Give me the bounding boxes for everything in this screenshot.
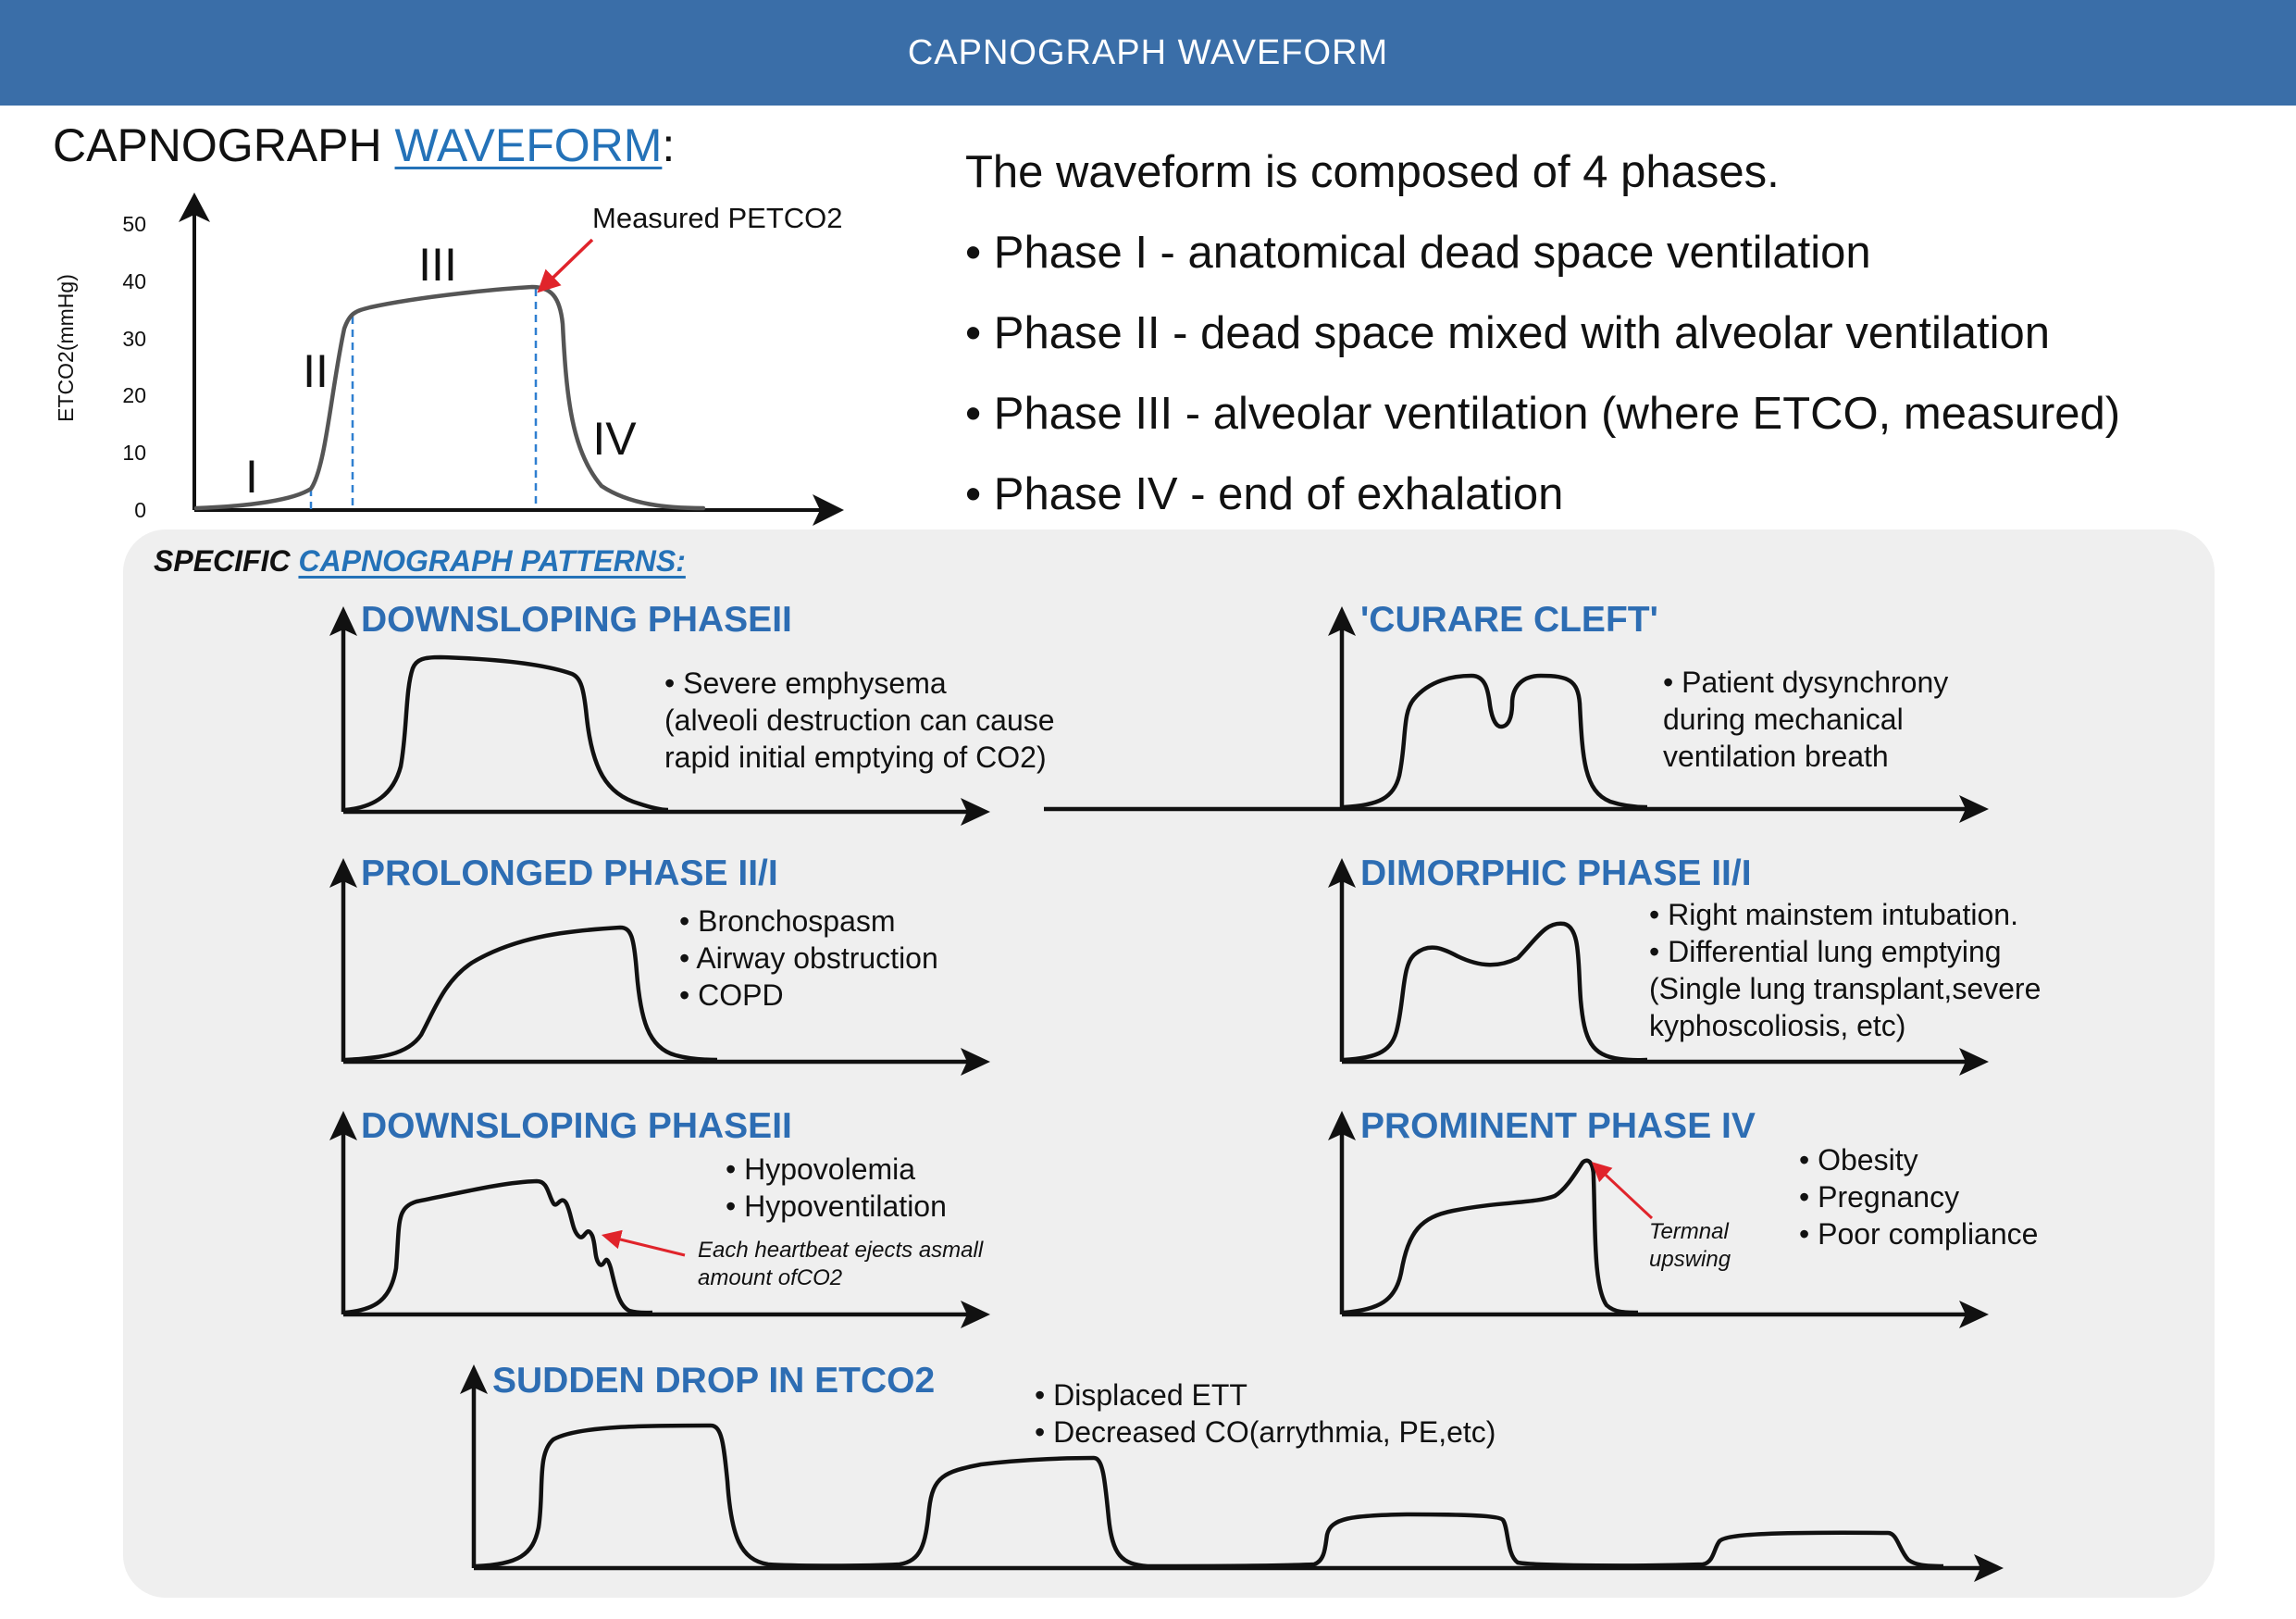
header-bar: CAPNOGRAPH WAVEFORM — [0, 0, 2296, 106]
phase-item: • Phase IV - end of exhalation — [965, 469, 1564, 519]
page-title-suffix: : — [662, 119, 676, 171]
desc-line: (Single lung transplant,severe — [1649, 972, 2042, 1005]
note-line: amount ofCO2 — [698, 1265, 843, 1290]
pattern-title-downsloping-2: DOWNSLOPING PHASEII — [361, 1106, 792, 1146]
pattern-desc-dimorphic: • Right mainstem intubation. • Different… — [1649, 896, 2041, 1044]
header-title: CAPNOGRAPH WAVEFORM — [907, 32, 1389, 72]
desc-line: • Airway obstruction — [679, 941, 938, 975]
note-line: Each heartbeat ejects asmall — [698, 1238, 984, 1263]
desc-line: • Displaced ETT — [1035, 1378, 1247, 1412]
pattern-chart-sudden-drop — [460, 1364, 2004, 1582]
pattern-title-dimorphic: DIMORPHIC PHASE II/I — [1360, 853, 1752, 893]
pattern-chart-dimorphic — [1328, 858, 1989, 1076]
note-line: Termnal — [1649, 1219, 1729, 1244]
desc-line: kyphoscoliosis, etc) — [1649, 1009, 1906, 1042]
pattern-title-prominent-phase-iv: PROMINENT PHASE IV — [1360, 1106, 1756, 1146]
phase-item: • Phase II - dead space mixed with alveo… — [965, 308, 2051, 358]
desc-line: during mechanical — [1663, 703, 1904, 736]
phase-label-ii: II — [303, 345, 329, 397]
terminal-upswing-note: Termnal upswing — [1649, 1218, 1731, 1274]
page-title: CAPNOGRAPH WAVEFORM: — [53, 118, 675, 172]
heartbeat-note: Each heartbeat ejects asmall amount ofCO… — [698, 1237, 983, 1292]
y-tick: 40 — [122, 269, 146, 293]
desc-line: • Severe emphysema — [664, 666, 947, 700]
y-tick: 30 — [122, 327, 146, 351]
pattern-title-curare-cleft: 'CURARE CLEFT' — [1360, 600, 1658, 640]
pattern-desc-curare-cleft: • Patient dysynchrony during mechanical … — [1663, 664, 1948, 775]
phase-item: • Phase III - alveolar ventilation (wher… — [965, 389, 2121, 439]
heartbeat-arrow — [601, 1229, 686, 1257]
pattern-desc-downsloping-1: • Severe emphysema (alveoli destruction … — [664, 665, 1055, 776]
main-y-axis-arrowhead — [179, 193, 210, 222]
measured-petco2-arrow — [537, 238, 594, 293]
desc-line: • Decreased CO(arrythmia, PE,etc) — [1035, 1415, 1496, 1449]
phase-dividers — [309, 289, 538, 509]
y-tick: 50 — [122, 212, 146, 236]
pattern-title-sudden-drop: SUDDEN DROP IN ETCO2 — [492, 1361, 936, 1401]
patterns-heading-link[interactable]: CAPNOGRAPH PATTERNS: — [298, 544, 686, 578]
pattern-chart-prominent-phase-iv — [1328, 1111, 1989, 1328]
phase-intro: The waveform is composed of 4 phases. — [965, 147, 1780, 197]
patterns-heading-prefix: SPECIFIC — [154, 544, 299, 578]
note-line: upswing — [1649, 1247, 1731, 1272]
main-chart-axes — [192, 211, 824, 512]
desc-line: • Right mainstem intubation. — [1649, 898, 2018, 931]
pattern-desc-prolonged: • Bronchospasm • Airway obstruction • CO… — [679, 903, 938, 1014]
pattern-chart-curare-cleft — [1044, 606, 1989, 823]
desc-line: • Pregnancy — [1799, 1180, 1960, 1214]
pattern-title-downsloping-1: DOWNSLOPING PHASEII — [361, 600, 792, 640]
terminal-upswing-arrow — [1591, 1162, 1654, 1220]
main-waveform-line — [193, 284, 706, 511]
page-title-prefix: CAPNOGRAPH — [53, 119, 395, 171]
desc-line: • Hypoventilation — [726, 1189, 947, 1223]
phase-label-i: I — [245, 451, 258, 503]
pattern-desc-prominent-phase-iv: • Obesity • Pregnancy • Poor compliance — [1799, 1141, 2038, 1252]
page-title-link[interactable]: WAVEFORM — [394, 119, 663, 171]
desc-line: • Poor compliance — [1799, 1217, 2039, 1251]
y-tick: 10 — [122, 441, 146, 465]
desc-line: • Obesity — [1799, 1143, 1918, 1177]
measured-petco2-label: Measured PETCO2 — [592, 202, 843, 234]
desc-line: • COPD — [679, 978, 784, 1012]
main-capnograph-chart: 50 40 30 20 10 0 ETCO2(mmHg) I II III IV… — [54, 193, 844, 526]
desc-line: • Differential lung emptying — [1649, 935, 2002, 968]
desc-line: (alveoli destruction can cause — [664, 704, 1055, 737]
desc-line: • Patient dysynchrony — [1663, 666, 1949, 699]
phase-label-iii: III — [418, 239, 457, 291]
desc-line: • Bronchospasm — [679, 904, 896, 938]
y-axis-label: ETCO2(mmHg) — [54, 274, 78, 422]
desc-line: rapid initial emptying of CO2) — [664, 741, 1047, 774]
pattern-desc-downsloping-2: • Hypovolemia • Hypoventilation — [726, 1151, 947, 1225]
patterns-heading: SPECIFIC CAPNOGRAPH PATTERNS: — [154, 544, 686, 579]
pattern-chart-downsloping-2 — [329, 1111, 990, 1328]
phase-item: • Phase I - anatomical dead space ventil… — [965, 228, 1871, 278]
main-x-axis-arrowhead — [813, 494, 844, 526]
phase-label-iv: IV — [592, 413, 637, 465]
pattern-title-prolonged: PROLONGED PHASE II/I — [361, 853, 778, 893]
pattern-chart-prolonged — [329, 858, 990, 1076]
pattern-desc-sudden-drop: • Displaced ETT • Decreased CO(arrythmia… — [1035, 1376, 1496, 1451]
desc-line: ventilation breath — [1663, 740, 1889, 773]
pattern-chart-downsloping-1 — [329, 606, 990, 826]
y-tick: 20 — [122, 383, 146, 407]
y-tick: 0 — [134, 498, 146, 522]
desc-line: • Hypovolemia — [726, 1152, 916, 1186]
